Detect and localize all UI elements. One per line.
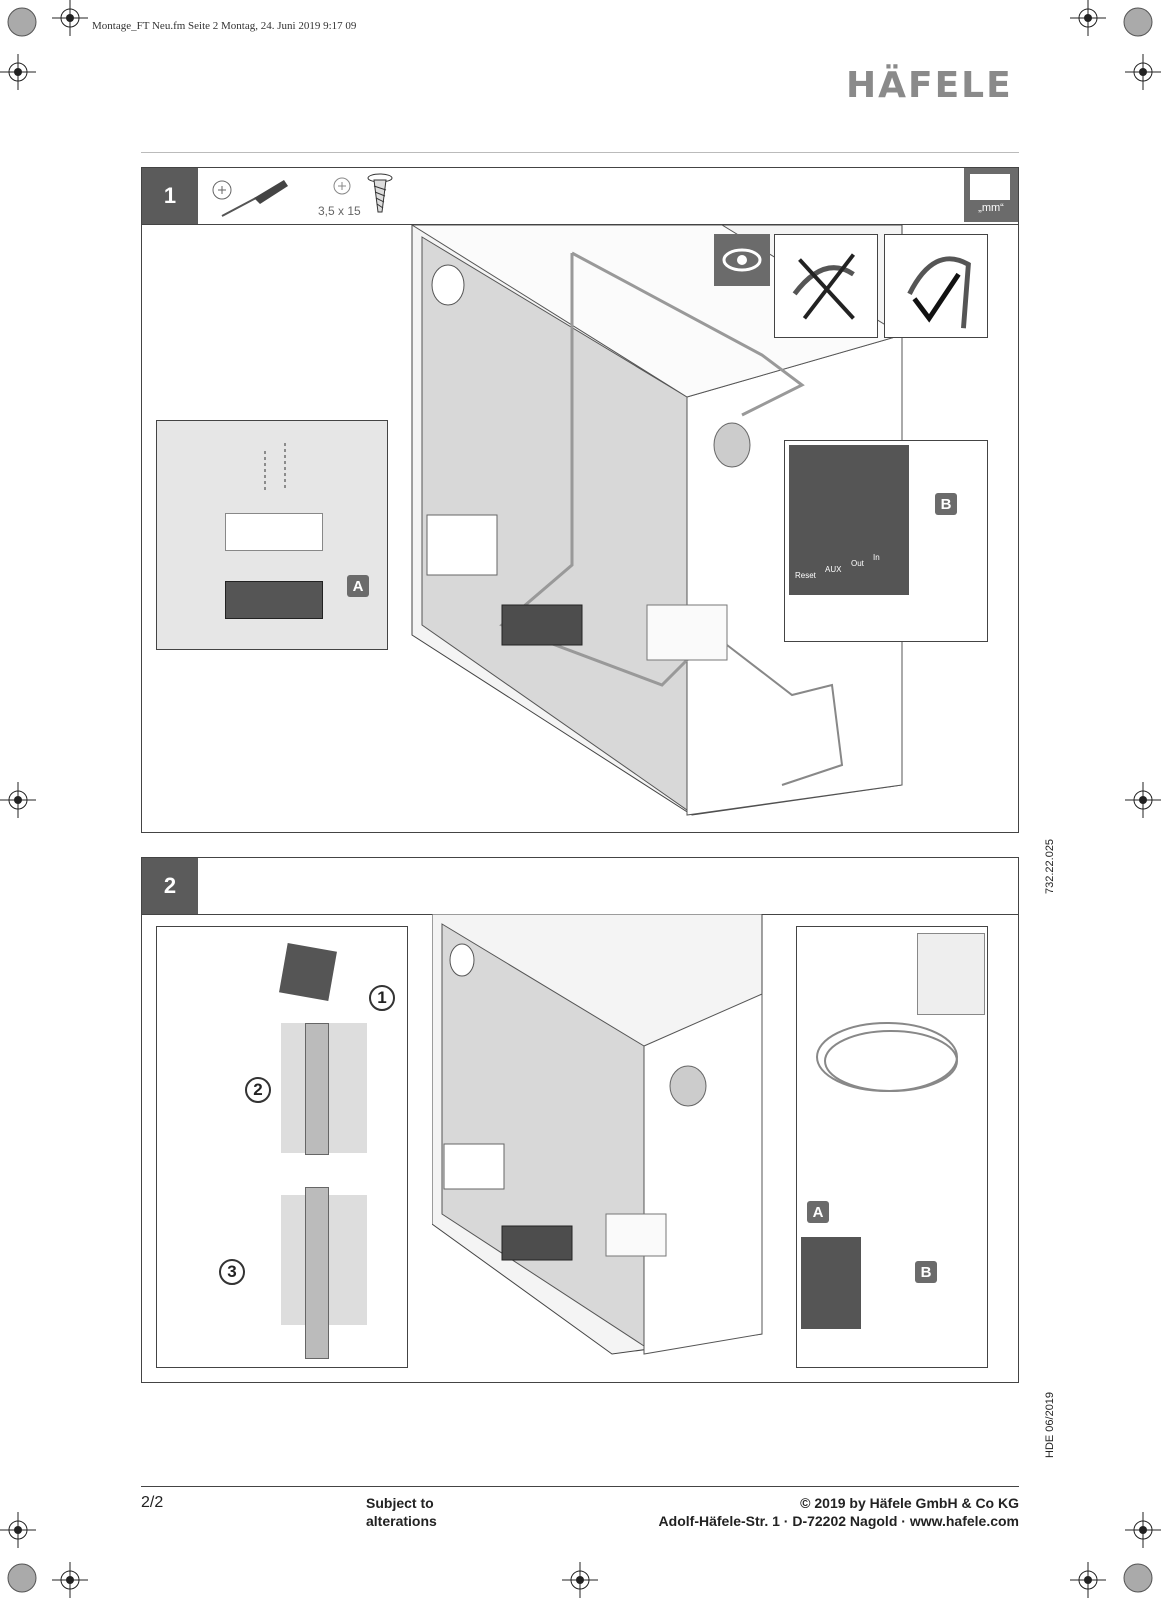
registration-mark-icon [1123,1563,1153,1593]
crosshair-icon [1125,54,1161,90]
substep-3: 3 [219,1259,245,1285]
screw-icon [264,443,286,491]
crosshair-icon [52,0,88,36]
crosshair-icon [1070,1562,1106,1598]
eye-icon [722,248,762,272]
cabinet-illustration [432,914,763,1355]
step-number: 2 [142,858,198,914]
subject-line-2: alterations [366,1513,437,1529]
crosshair-icon [52,1562,88,1598]
registration-mark-icon [7,7,37,37]
substep-2: 2 [245,1077,271,1103]
brand-logo: HÄFELE [846,65,1013,106]
article-number: 732.22.025 [1044,838,1056,894]
step-1-panel: 1 3,5 x 15 „mm“ [141,167,1019,833]
step-number: 1 [142,168,198,224]
connector-label-reset: Reset [795,571,816,580]
screw-icon [333,173,393,213]
screw-spec: 3,5 x 15 [318,204,361,218]
step-2-panel: 2 1 2 3 A B [141,857,1019,1383]
crosshair-icon [0,54,36,90]
header-divider [141,152,1019,153]
crosshair-icon [0,782,36,818]
correct-cable-bending [884,234,988,338]
crosshair-icon [562,1562,598,1598]
crosshair-icon [1070,0,1106,36]
callout-a: A [807,1201,829,1223]
cabinet-illustration [411,225,904,816]
substep-1: 1 [369,985,395,1011]
crosshair-icon [1125,1512,1161,1548]
checkmark-icon [907,256,971,329]
copyright: © 2019 by Häfele GmbH & Co KG [800,1495,1019,1511]
connector-label-aux: AUX [825,565,842,574]
connector-label-out: Out [851,559,864,568]
callout-b: B [935,493,957,515]
detail-plug-connection: A B [796,926,988,1368]
connector-label-in: In [873,553,880,562]
registration-mark-icon [7,1563,37,1593]
detail-connector: B Reset AUX Out In [784,440,988,642]
registration-mark-icon [1123,7,1153,37]
page-number: 2/2 [141,1494,164,1511]
print-header: Montage_FT Neu.fm Seite 2 Montag, 24. Ju… [92,20,357,32]
inspect-box [714,234,770,286]
unit-box: „mm“ [964,168,1018,222]
subject-line-1: Subject to [366,1495,434,1511]
screwdriver-icon [212,180,288,217]
detail-mounting: A [156,420,388,650]
wrong-cable-bending [774,234,878,338]
footer-divider [141,1486,1019,1487]
unit-label: „mm“ [978,202,1004,214]
copyright-block: © 2019 by Häfele GmbH & Co KG Adolf-Häfe… [659,1494,1019,1530]
crosshair-icon [1125,782,1161,818]
detail-cable-tie: 1 2 3 [156,926,408,1368]
cable-coil-icon [816,1022,958,1092]
subject-to-alterations: Subject to alterations [366,1494,437,1530]
crossed-cable-icon [792,253,856,320]
callout-b: B [915,1261,937,1283]
document-code: HDE 06/2019 [1044,1391,1056,1458]
address: Adolf-Häfele-Str. 1 · D-72202 Nagold · w… [658,1513,1019,1529]
crosshair-icon [0,1512,36,1548]
callout-a: A [347,575,369,597]
